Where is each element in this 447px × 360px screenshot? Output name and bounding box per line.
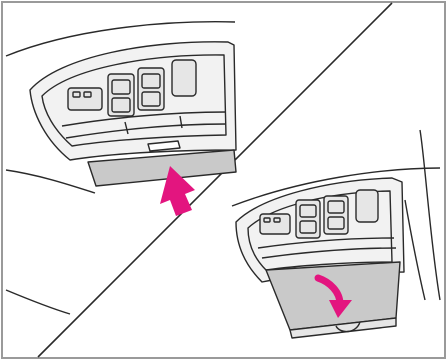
window-switch bbox=[108, 74, 134, 116]
window-switch bbox=[138, 68, 164, 110]
blank-button bbox=[172, 60, 196, 96]
map-lamp-switch bbox=[260, 214, 290, 234]
blank-button bbox=[356, 190, 378, 222]
map-lamp-switch bbox=[68, 88, 102, 110]
window-switch bbox=[296, 200, 320, 238]
window-switch bbox=[324, 196, 348, 234]
